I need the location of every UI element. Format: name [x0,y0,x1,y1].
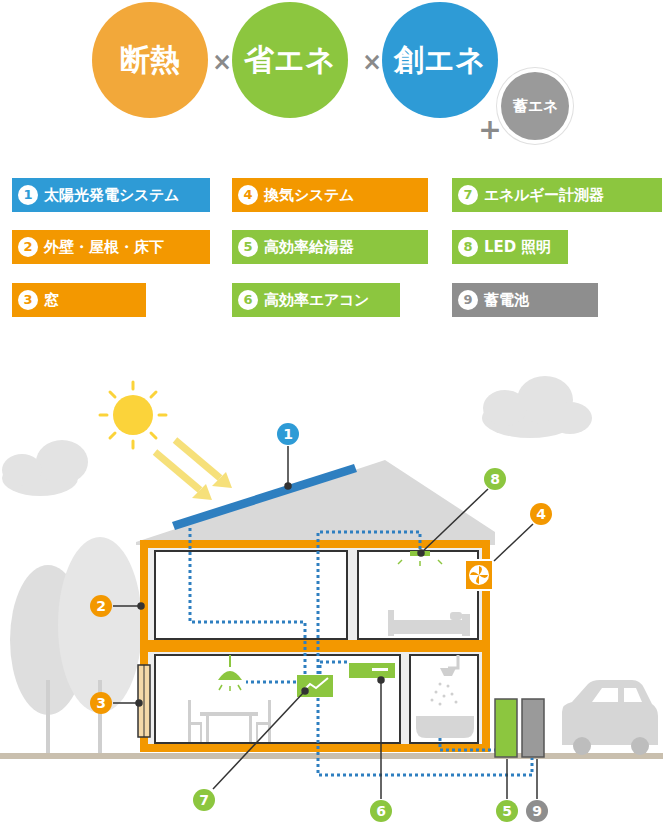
item-number: 1 [18,185,38,205]
item-box: 8 LED 照明 [452,230,568,264]
callout-number: 6 [370,800,392,822]
item-text: 外壁・屋根・床下 [44,238,164,257]
roof [136,460,495,545]
ventilation-fan [465,560,493,590]
bed [388,610,470,636]
house-body [140,540,490,752]
item-box: 5 高効率給湯器 [232,230,428,264]
concept-circle: 省エネ [232,2,348,118]
concept-text: 蓄エネ [513,97,558,116]
callout-number: 3 [90,692,112,714]
item-text: 太陽光発電システム [44,186,179,205]
callout-number: 2 [90,595,112,617]
callout-number: 7 [193,789,215,811]
item-box: 9 蓄電池 [452,283,598,317]
ground [0,753,663,759]
operator-symbol: × [358,46,386,78]
callout-number: 9 [526,800,548,822]
insulation-floor [148,640,482,652]
item-box: 1 太陽光発電システム [12,178,210,212]
operator-symbol: + [476,114,504,146]
concept-circle: 断熱 [92,2,208,118]
item-number: 3 [18,290,38,310]
operator-symbol: × [208,46,236,78]
leader-line [113,446,537,799]
item-text: 換気システム [264,186,354,205]
insulation [144,544,486,748]
water-heater [495,699,517,757]
dining-set [188,700,271,742]
item-text: 高効率エアコン [264,291,369,310]
callout-number: 4 [530,503,552,525]
item-number: 4 [238,185,258,205]
bathroom [416,655,474,738]
item-text: 高効率給湯器 [264,238,354,257]
led-light [398,551,442,566]
concept-text: 省エネ [244,40,336,81]
item-number: 2 [18,237,38,257]
item-number: 9 [458,290,478,310]
item-number: 6 [238,290,258,310]
callout-number: 1 [277,423,299,445]
item-box: 6 高効率エアコン [232,283,400,317]
sunlight-arrow [155,440,232,500]
wiring [190,528,532,775]
concept-text: 創エネ [394,40,486,81]
item-box: 3窓 [12,283,146,317]
tree [10,537,142,755]
lamp [218,655,242,691]
concept-text: 断熱 [120,40,180,81]
item-text: 窓 [44,291,59,310]
concept-circle: 創エネ [382,2,498,118]
item-number: 5 [238,237,258,257]
item-box: 7 エネルギー計測器 [452,178,662,212]
solar-panel [172,464,357,530]
item-number: 7 [458,185,478,205]
item-box: 4 換気システム [232,178,428,212]
callout-number: 5 [496,800,518,822]
item-box: 2 外壁・屋根・床下 [12,230,210,264]
air-conditioner [348,662,396,679]
item-number: 8 [458,237,478,257]
item-text: 蓄電池 [484,291,529,310]
cloud [2,376,592,496]
item-text: エネルギー計測器 [484,186,604,205]
car [562,680,658,755]
item-text: LED 照明 [484,238,551,257]
sun [100,382,166,448]
callout-number: 8 [484,468,506,490]
battery [522,699,544,757]
concept-circle: 蓄エネ [501,72,569,140]
